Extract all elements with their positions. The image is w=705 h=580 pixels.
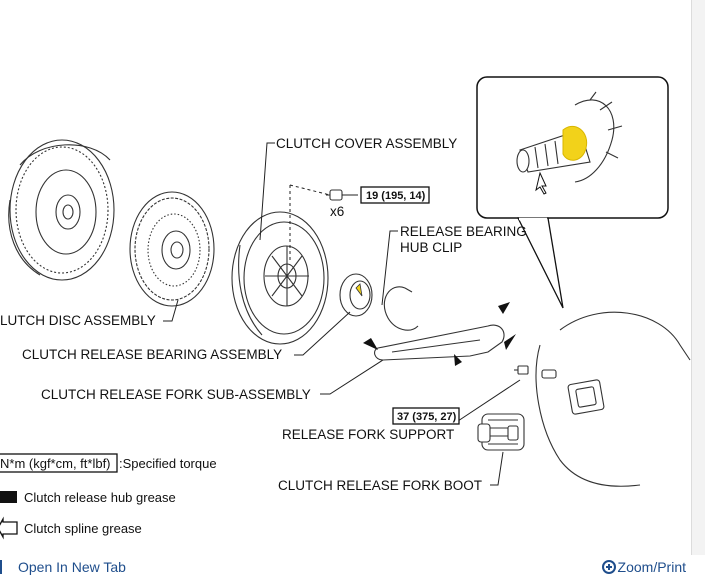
legend-torque-desc: :Specified torque xyxy=(119,456,217,471)
label-release-bearing: RELEASE BEARING xyxy=(400,224,527,239)
torque-value-cover: 19 (195, 14) xyxy=(366,190,426,202)
label-clutch-release-fork-boot: CLUTCH RELEASE FORK BOOT xyxy=(278,478,482,493)
legend-spline-grease: Clutch spline grease xyxy=(24,521,142,536)
release-bearing xyxy=(339,273,373,317)
label-clutch-disc-assembly: LUTCH DISC ASSEMBLY xyxy=(0,313,156,328)
transmission-case xyxy=(535,311,691,487)
open-new-tab-link[interactable]: Open In New Tab xyxy=(0,559,126,575)
torque-box-cover: 19 (195, 14) xyxy=(360,186,430,204)
label-bolt-count: x6 xyxy=(330,204,344,219)
clutch-cover xyxy=(231,211,329,345)
detail-callout xyxy=(476,76,669,309)
open-new-tab-label: Open In New Tab xyxy=(18,559,126,575)
legend: N*m (kgf*cm, ft*lbf) :Specified torque C… xyxy=(0,453,217,540)
vertical-scrollbar[interactable] xyxy=(691,0,705,555)
label-clutch-cover-assembly: CLUTCH COVER ASSEMBLY xyxy=(276,136,457,151)
clutch-disc xyxy=(129,191,215,307)
torque-value-support: 37 (375, 27) xyxy=(397,411,457,423)
zoom-plus-icon xyxy=(601,560,616,574)
label-release-fork-support: RELEASE FORK SUPPORT xyxy=(282,427,454,442)
zoom-print-link[interactable]: Zoom/Print xyxy=(601,559,686,575)
leader-lines xyxy=(163,142,521,486)
cover-bolt xyxy=(326,189,343,201)
flywheel xyxy=(8,139,115,281)
label-hub-clip: HUB CLIP xyxy=(400,240,462,255)
hub-clip xyxy=(383,286,419,331)
external-link-icon xyxy=(0,560,10,574)
spline-grease-arrow-icon xyxy=(0,516,18,540)
fork-support xyxy=(514,365,529,375)
label-clutch-release-bearing-assembly: CLUTCH RELEASE BEARING ASSEMBLY xyxy=(22,347,282,362)
hub-grease-arrow-icon xyxy=(0,488,17,506)
label-clutch-release-fork-sub-assembly: CLUTCH RELEASE FORK SUB-ASSEMBLY xyxy=(41,387,311,402)
legend-hub-grease: Clutch release hub grease xyxy=(24,490,176,505)
torque-box-support: 37 (375, 27) xyxy=(392,407,460,425)
fork-boot xyxy=(477,413,525,451)
footer-bar: Open In New Tab Zoom/Print xyxy=(0,555,705,580)
release-fork xyxy=(363,302,516,366)
legend-torque-unit: N*m (kgf*cm, ft*lbf) xyxy=(0,456,111,471)
zoom-print-label: Zoom/Print xyxy=(617,559,686,575)
